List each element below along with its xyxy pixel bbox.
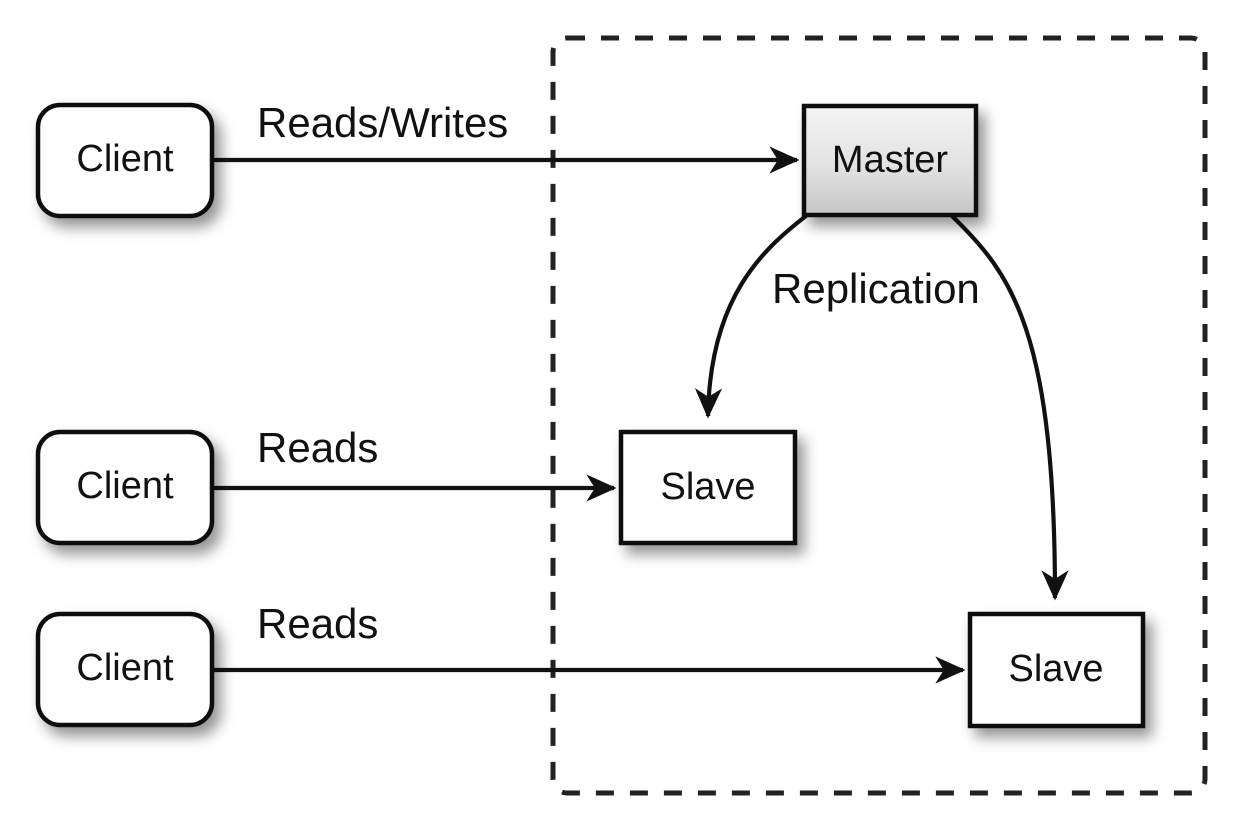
edges-layer bbox=[212, 146, 1069, 684]
node-client-2[interactable]: Client bbox=[35, 429, 215, 546]
client-3-box bbox=[35, 611, 215, 728]
slave-2-label: Slave bbox=[1008, 648, 1103, 690]
edge-master-slave1 bbox=[694, 214, 808, 419]
slave-1-box bbox=[618, 429, 798, 546]
edge-label-replication: Replication bbox=[772, 265, 980, 312]
edge-label-reads-2: Reads bbox=[257, 600, 378, 647]
node-client-1[interactable]: Client bbox=[35, 102, 215, 219]
node-client-3[interactable]: Client bbox=[35, 611, 215, 728]
client-1-label: Client bbox=[76, 138, 174, 180]
client-3-label: Client bbox=[76, 647, 174, 689]
edge-labels-layer: Reads/Writes Replication Reads Reads bbox=[257, 99, 980, 647]
master-label: Master bbox=[832, 139, 948, 181]
client-2-box bbox=[35, 429, 215, 546]
slave-1-label: Slave bbox=[660, 466, 755, 508]
edge-label-reads-writes: Reads/Writes bbox=[257, 99, 508, 146]
node-master[interactable]: Master bbox=[801, 103, 979, 218]
master-box bbox=[801, 103, 979, 218]
edge-master-slave2 bbox=[950, 214, 1069, 601]
client-1-box bbox=[35, 102, 215, 219]
node-slave-1[interactable]: Slave bbox=[618, 429, 798, 546]
edge-label-reads-1: Reads bbox=[257, 424, 378, 471]
slave-2-box bbox=[967, 611, 1146, 729]
node-slave-2[interactable]: Slave bbox=[967, 611, 1146, 729]
database-cluster-boundary bbox=[550, 35, 1208, 796]
client-2-label: Client bbox=[76, 465, 174, 507]
